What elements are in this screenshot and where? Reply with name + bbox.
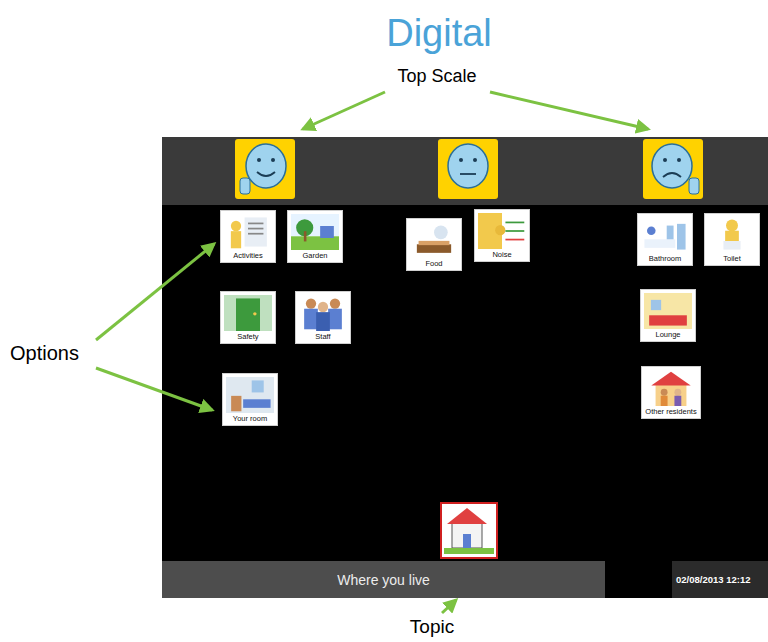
option-label: Your room [225,414,275,423]
option-picture [299,294,347,332]
title: Digital [386,12,492,55]
option-picture [647,369,695,407]
option-label: Noise [477,250,527,259]
neutral-face-icon [438,139,498,199]
option-tile: Garden [287,210,343,263]
option-picture [708,216,756,254]
option-label: Other residents [644,407,698,416]
band-text: Where you live [337,572,430,588]
screen-panel [162,137,768,598]
option-tile: Toilet [704,213,760,266]
option-label: Garden [290,251,340,260]
option-picture [410,221,458,259]
scale-bar [162,137,768,205]
option-tile: Food [406,218,462,271]
band-text: 02/08/2013 12:12 [676,574,750,585]
option-tile: Other residents [641,366,701,419]
sad-face-icon [643,139,703,199]
option-picture [226,376,274,414]
option-label: Lounge [643,330,693,339]
option-label: Bathroom [640,254,690,263]
happy-face-icon [235,139,295,199]
callout-label: Topic [410,616,454,638]
option-tile: Lounge [640,289,696,342]
option-picture [641,216,689,254]
option-tile: Safety [220,291,276,344]
callout-arrows [96,92,648,613]
option-label: Activities [223,251,273,260]
callout-label: Top Scale [397,66,476,87]
option-tile: Activities [220,210,276,263]
option-picture [478,212,526,250]
topic-icon [441,503,497,558]
option-picture [644,292,692,330]
option-tile: Bathroom [637,213,693,266]
topic-band: Where you live [162,561,605,598]
option-picture [224,294,272,332]
callout-label: Options [10,342,79,365]
option-tile: Your room [222,373,278,426]
option-label: Staff [298,332,348,341]
option-tile: Staff [295,291,351,344]
option-tile: Noise [474,209,530,262]
topic-band: 02/08/2013 12:12 [672,561,768,598]
option-picture [291,213,339,251]
option-picture [224,213,272,251]
option-label: Toilet [707,254,757,263]
option-label: Food [409,259,459,268]
option-label: Safety [223,332,273,341]
